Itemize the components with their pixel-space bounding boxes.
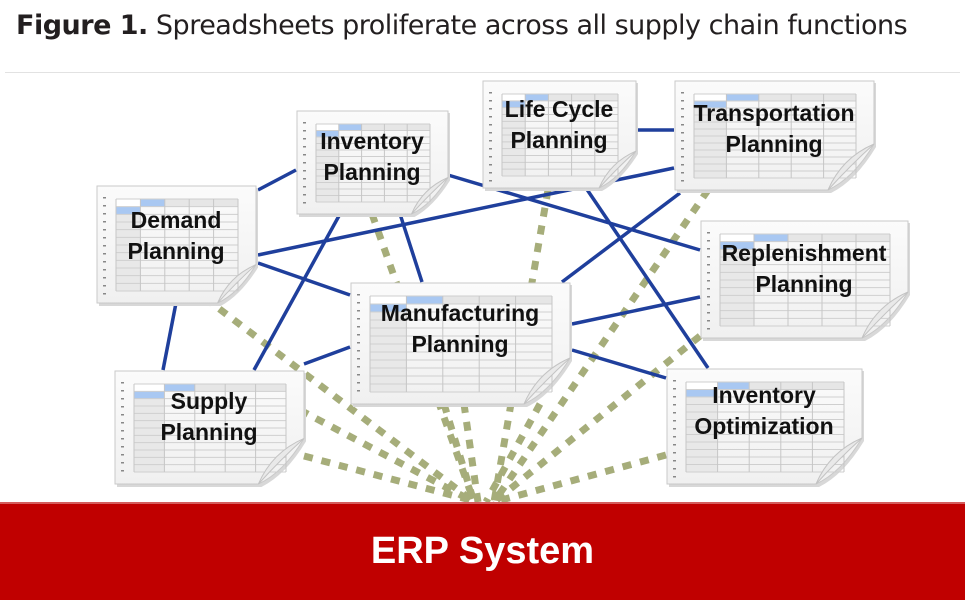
solid-link-life-cycle-planning-inventory-optimization xyxy=(584,187,710,369)
node-label-line: Planning xyxy=(127,238,225,264)
figure-caption: Figure 1. Spreadsheets proliferate acros… xyxy=(16,10,908,41)
node-label-line: Replenishment xyxy=(721,240,887,266)
solid-link-manufacturing-planning-supply-planning xyxy=(303,345,351,366)
dashed-link-manufacturing-planning-to-erp xyxy=(482,402,544,504)
spreadsheet-icon xyxy=(674,80,876,193)
spreadsheet-icon xyxy=(666,368,864,487)
node-label-line: Planning xyxy=(725,131,823,157)
dashed-link-inventory-optimization-to-erp xyxy=(493,451,667,506)
dashed-link-replenishment-planning-to-erp xyxy=(491,333,703,505)
node-label-line: Supply xyxy=(170,388,248,414)
spreadsheet-icon xyxy=(296,110,450,217)
solid-link-inventory-planning-manufacturing-planning xyxy=(398,213,424,283)
node-label-line: Planning xyxy=(411,331,509,357)
solid-link-transportation-planning-manufacturing-planning xyxy=(560,191,682,284)
node-label-line: Planning xyxy=(510,127,608,153)
dashed-links-layer xyxy=(202,188,711,506)
dashed-link-supply-planning-to-erp xyxy=(298,406,476,506)
node-label-line: Manufacturing xyxy=(380,300,540,326)
solid-link-inventory-planning-supply-planning xyxy=(252,213,342,371)
spreadsheet-icon xyxy=(700,220,910,341)
node-label-line: Planning xyxy=(160,419,258,445)
node-label-line: Inventory xyxy=(712,382,816,408)
erp-system-bar: ERP System xyxy=(0,502,965,600)
solid-link-manufacturing-planning-inventory-optimization xyxy=(571,348,667,380)
spreadsheet-icon xyxy=(350,282,572,407)
node-label-line: Life Cycle xyxy=(504,96,614,122)
solid-link-demand-planning-inventory-planning xyxy=(257,168,297,192)
node-label-line: Planning xyxy=(755,271,853,297)
caption-divider xyxy=(5,72,960,73)
spreadsheet-icon xyxy=(114,370,306,487)
node-label-line: Optimization xyxy=(694,413,834,439)
dashed-link-demand-planning-to-erp xyxy=(202,295,477,505)
figure-title: Spreadsheets proliferate across all supp… xyxy=(147,10,908,41)
node-label-line: Inventory xyxy=(320,128,424,154)
solid-link-demand-planning-supply-planning xyxy=(161,302,178,371)
node-label-line: Transportation xyxy=(693,100,855,126)
node-label-line: Planning xyxy=(323,159,421,185)
dashed-link-supply-planning-to-erp xyxy=(303,452,479,506)
node-label-line: Demand xyxy=(130,207,222,233)
erp-system-label: ERP System xyxy=(370,530,595,572)
figure-label: Figure 1. xyxy=(16,10,148,41)
spreadsheet-icon xyxy=(482,80,638,191)
spreadsheet-icon xyxy=(96,185,258,306)
solid-link-manufacturing-planning-replenishment-planning xyxy=(571,295,701,326)
